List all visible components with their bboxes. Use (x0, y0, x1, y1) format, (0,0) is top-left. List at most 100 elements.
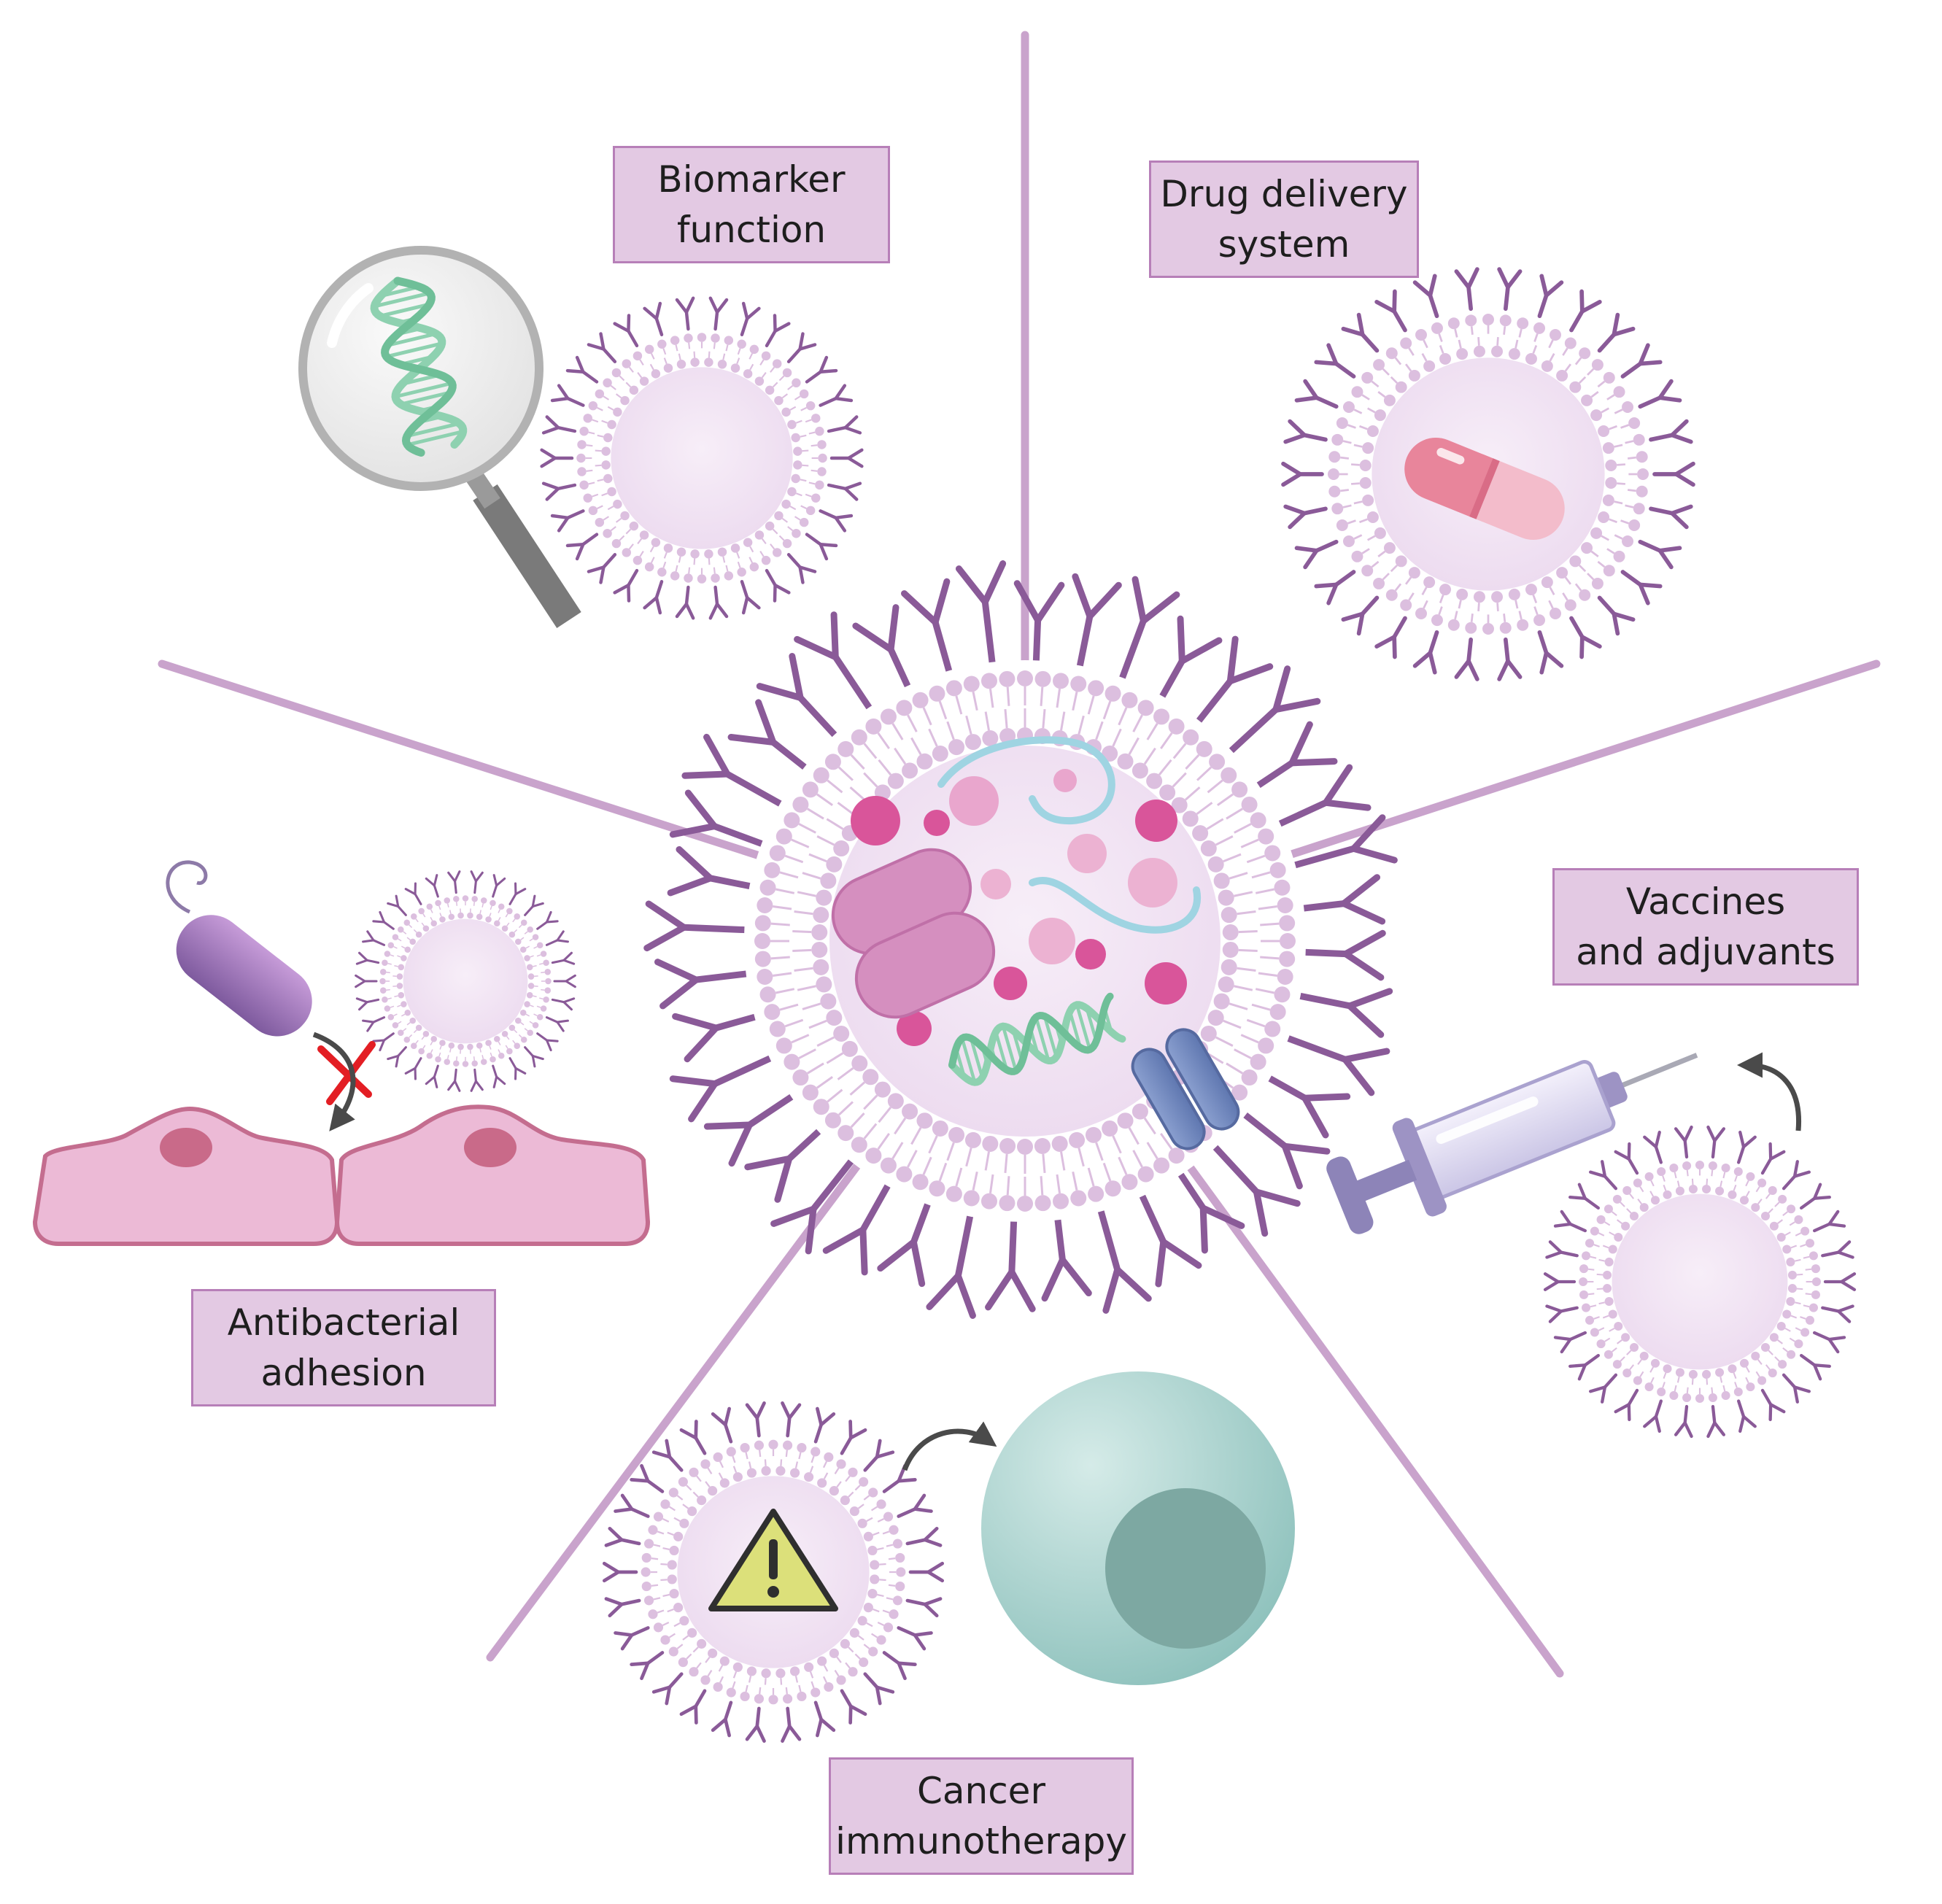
lipid-head (769, 1021, 786, 1037)
lipid-tail (637, 371, 643, 379)
lipid-head (1465, 622, 1477, 634)
lipid-tail (1774, 1356, 1780, 1362)
lipid-head (1241, 1069, 1258, 1086)
antibody (926, 1202, 976, 1319)
lipid-head (1408, 567, 1420, 579)
lipid-head (648, 1609, 658, 1619)
lipid-head (527, 973, 535, 980)
lipid-head (1760, 1211, 1771, 1221)
lipid-tail (1215, 1036, 1234, 1047)
lipid-tail (1533, 333, 1539, 342)
lipid-tail (1408, 592, 1415, 601)
lipid-heads (1327, 313, 1649, 635)
lipid-tail (525, 1013, 530, 1017)
lipid-tail (894, 747, 907, 765)
antibody (372, 910, 395, 930)
lipid-head (1102, 1120, 1118, 1137)
lipid-head (772, 548, 782, 557)
lipid-head (963, 1190, 980, 1207)
lipid-head (1366, 511, 1379, 523)
lipid-head (422, 925, 430, 932)
lipid-head (1327, 468, 1339, 480)
lipid-head (396, 983, 403, 989)
lipid-head (1769, 1221, 1779, 1231)
lipid-tail (816, 1036, 835, 1047)
antibody (1649, 419, 1693, 444)
lipid-head (804, 1662, 814, 1672)
lipid-head (746, 1666, 757, 1676)
lipid-tail (882, 1530, 890, 1535)
lipid-head (982, 1135, 999, 1152)
lipid-tail (1745, 1191, 1750, 1197)
antibody (355, 997, 380, 1011)
lipid-tail (837, 1067, 854, 1080)
lipid-head (963, 676, 980, 692)
antibody (1568, 1183, 1600, 1210)
lipid-head (945, 1185, 962, 1202)
lipid-tail (1617, 1339, 1622, 1344)
protein-blob (994, 967, 1027, 1000)
antibody (470, 1068, 484, 1092)
lipid-tail (1056, 689, 1061, 708)
lipid-tail (660, 1563, 668, 1566)
lipid-tail (406, 937, 411, 940)
label-line: and adjuvants (1576, 930, 1835, 973)
lipid-head (851, 1055, 868, 1072)
antibody (1643, 1399, 1663, 1433)
antibody (765, 568, 791, 603)
surface-antibodies (643, 560, 1398, 1319)
lipid-tail (536, 1005, 541, 1008)
lipid-head (1447, 317, 1460, 330)
antibody (905, 1526, 943, 1547)
antibody (985, 1207, 1036, 1312)
lipid-tail (1711, 1387, 1714, 1394)
antibody (545, 930, 569, 946)
lipid-tail (972, 691, 978, 711)
lipid-head (462, 895, 469, 902)
lipid-tail (794, 395, 801, 400)
lipid-head (982, 730, 999, 747)
lipid-tail (673, 1517, 681, 1522)
lipid-head (1250, 812, 1266, 829)
lipid-tail (863, 743, 878, 759)
antibody (727, 699, 817, 778)
antibody (819, 384, 854, 407)
lipid-head (379, 987, 387, 994)
lipid-head (603, 528, 612, 538)
lipid-tail (1060, 1151, 1066, 1171)
lipid-head (1811, 1290, 1820, 1299)
lipid-tail (628, 543, 634, 550)
lipid-head (651, 369, 661, 379)
lipid-head (1473, 591, 1485, 603)
antibody (1266, 764, 1372, 832)
antibody (1569, 289, 1602, 333)
lipid-head (651, 538, 661, 547)
antibody (1620, 570, 1663, 605)
lipid-tail (748, 353, 754, 360)
lipid-head (759, 986, 776, 1003)
antibody (1454, 267, 1479, 311)
lipid-head (1811, 1264, 1820, 1274)
lipid-head (1220, 907, 1237, 924)
lipid-tail (1207, 779, 1223, 794)
lipid-tail (736, 357, 740, 365)
lipid-tail (822, 1460, 828, 1468)
label-line: Cancer (916, 1769, 1046, 1812)
lipid-head (660, 1635, 670, 1645)
lipid-tail (430, 1049, 433, 1053)
lipid-head (453, 1060, 460, 1067)
lipid-tail (518, 1034, 522, 1038)
lipid-head (632, 555, 643, 565)
lipid-tail (1458, 339, 1462, 349)
lipid-head (588, 400, 598, 411)
lipid-head (384, 951, 391, 957)
lipid-head (444, 897, 451, 904)
lipid-tail (619, 375, 625, 382)
lipid-tail (1625, 440, 1634, 444)
lipid-head (948, 739, 965, 756)
cell-nucleus (160, 1128, 212, 1167)
lipid-head (1220, 959, 1237, 975)
lipid-tail (649, 363, 654, 371)
lipid-tail (1795, 1301, 1801, 1305)
lipid-head (1728, 1190, 1737, 1199)
